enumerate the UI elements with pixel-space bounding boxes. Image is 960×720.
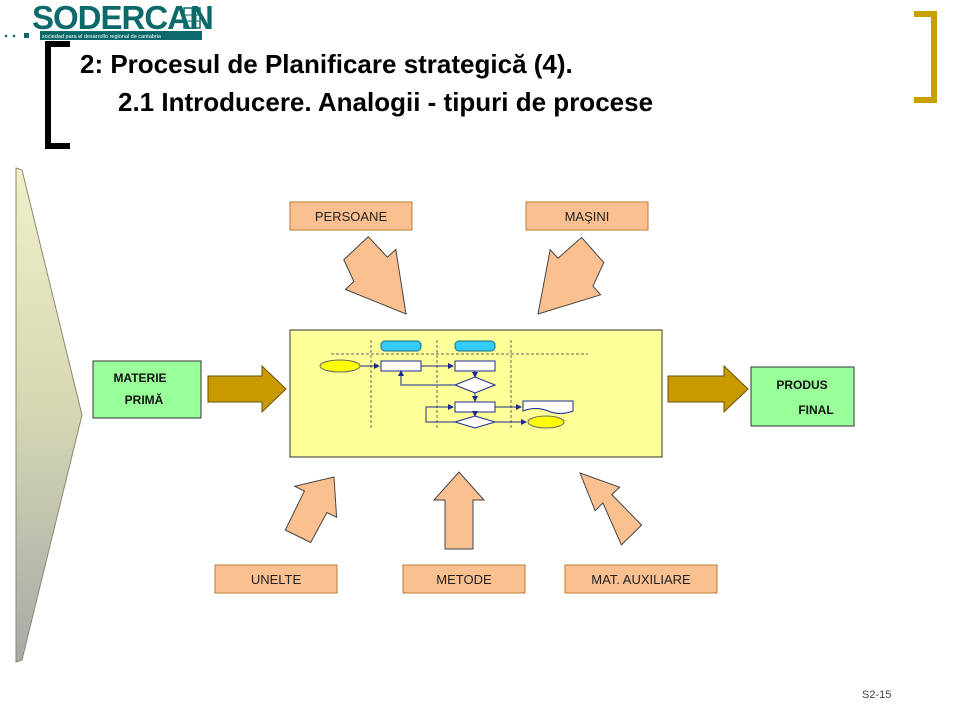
logo-tagline: sociedad para el desarrollo regional de …: [42, 34, 162, 40]
materie-prima-line1: MATERIE: [113, 371, 166, 385]
output-produs-final: PRODUS FINAL: [750, 366, 855, 427]
flow-lane-header: [454, 340, 496, 352]
arrow-unelte-to-process: [284, 476, 338, 544]
process-box: [289, 329, 663, 458]
left-bracket: [45, 41, 70, 149]
logo-wordmark: SODERCAN: [32, 0, 213, 36]
flow-decision: [453, 376, 497, 394]
arrow-input-to-process: [207, 364, 287, 414]
label-persoane-text: PERSOANE: [315, 209, 388, 224]
flow-end-terminator: [527, 415, 565, 429]
flow-process-step: [380, 360, 422, 372]
arrow-mat-auxiliare-to-process: [579, 472, 643, 546]
flow-lane-header: [380, 340, 422, 352]
label-metode-text: METODE: [436, 572, 492, 587]
flow-start-terminator: [319, 359, 361, 373]
produs-final-line1: PRODUS: [776, 378, 827, 392]
logo-tagline-bar: [40, 31, 202, 40]
right-bracket: [914, 11, 937, 103]
arrow-process-to-output: [667, 364, 749, 414]
arrow-persoane-to-process: [343, 235, 407, 315]
label-persoane: PERSOANE: [289, 201, 413, 231]
arrow-metode-to-process: [432, 471, 486, 550]
produs-final-line2: FINAL: [798, 403, 833, 417]
materie-prima-line2: PRIMĂ: [125, 392, 164, 407]
input-materie-prima: MATERIE PRIMĂ: [92, 360, 202, 419]
label-mat-auxiliare: MAT. AUXILIARE: [564, 564, 718, 594]
context-wedge: [15, 167, 83, 663]
flow-process-step: [454, 401, 496, 413]
label-masini-text: MAŞINI: [565, 209, 610, 224]
flow-document: [522, 400, 574, 414]
label-unelte: UNELTE: [214, 564, 338, 594]
sodercan-logo: SODERCAN sociedad para el desarrollo reg…: [4, 0, 214, 40]
slide-number: S2-15: [862, 689, 891, 701]
flow-process-step: [454, 360, 496, 372]
slide-title-line1: 2: Procesul de Planificare strategică (4…: [80, 49, 573, 79]
label-mat-auxiliare-text: MAT. AUXILIARE: [591, 572, 691, 587]
label-metode: METODE: [402, 564, 526, 594]
arrow-masini-to-process: [537, 236, 605, 315]
label-unelte-text: UNELTE: [251, 572, 302, 587]
label-masini: MAŞINI: [525, 201, 649, 231]
slide-title-line2: 2.1 Introducere. Analogii - tipuri de pr…: [118, 87, 653, 117]
